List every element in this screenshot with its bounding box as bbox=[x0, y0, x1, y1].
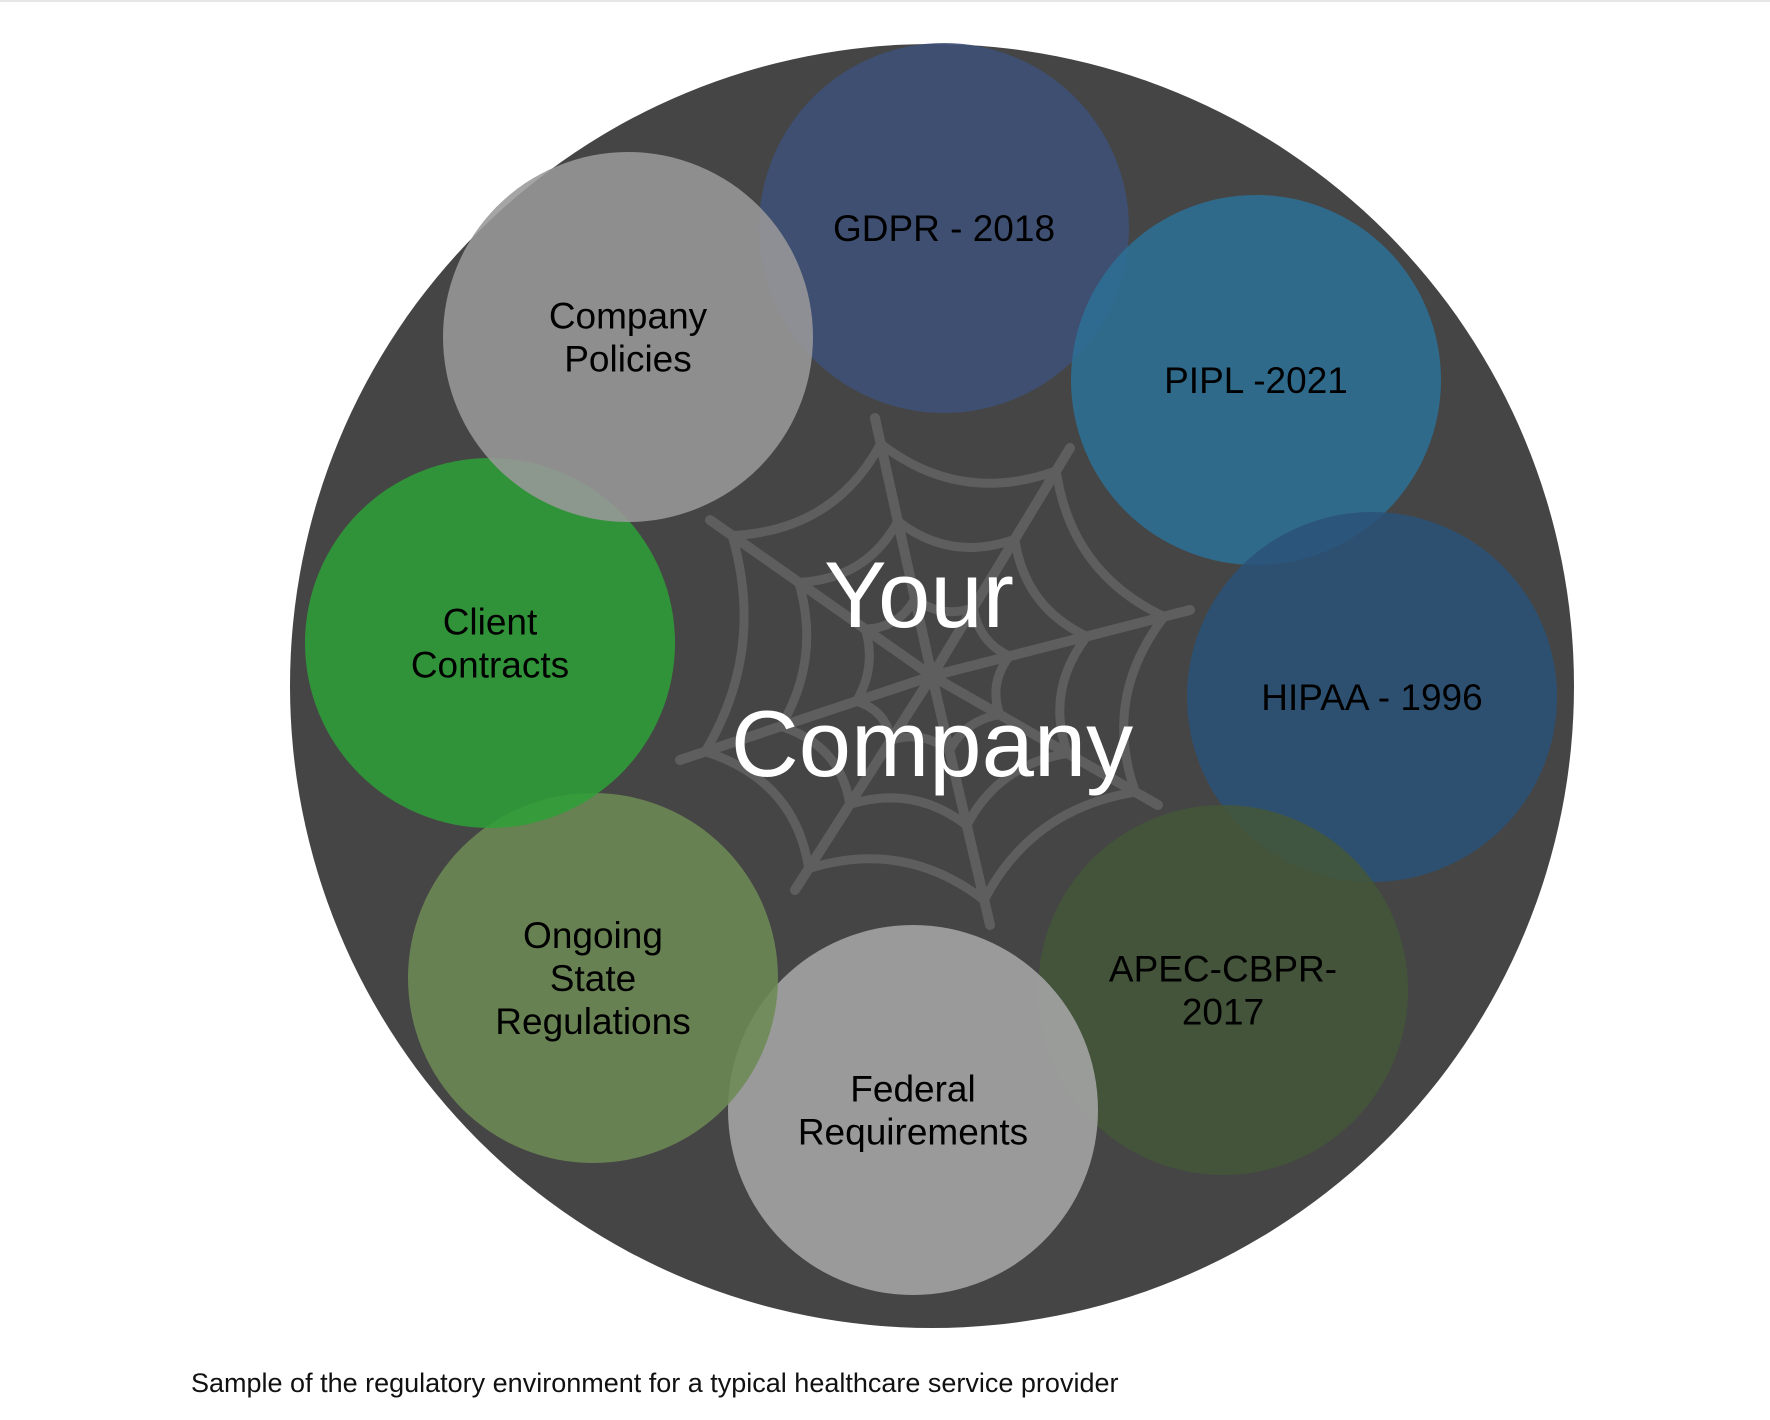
regulation-circle bbox=[305, 458, 675, 828]
web-spoke bbox=[705, 515, 937, 681]
web-ring bbox=[698, 440, 1172, 907]
regulation-label-line: Ongoing bbox=[523, 915, 663, 956]
center-label-line: Your bbox=[824, 542, 1014, 647]
web-ring bbox=[774, 517, 1094, 833]
regulation-label-line: PIPL -2021 bbox=[1164, 360, 1348, 401]
regulation-circle bbox=[759, 43, 1129, 413]
regulation-bubble-apec: APEC-CBPR-2017 bbox=[1038, 805, 1408, 1175]
regulation-label-line: Company bbox=[549, 295, 708, 336]
regulation-label-line: Federal bbox=[850, 1068, 975, 1109]
regulation-circle bbox=[1038, 805, 1408, 1175]
regulation-label-line: Contracts bbox=[411, 644, 569, 685]
center-label-line: Company bbox=[731, 691, 1133, 796]
regulation-bubble-pipl: PIPL -2021 bbox=[1071, 195, 1441, 565]
regulation-label: HIPAA - 1996 bbox=[1261, 677, 1482, 718]
regulation-label-line: Regulations bbox=[495, 1001, 690, 1042]
web-spoke bbox=[927, 671, 995, 930]
web-spoke bbox=[927, 443, 1075, 681]
regulation-bubble-gdpr: GDPR - 2018 bbox=[759, 43, 1129, 413]
regulation-circle bbox=[1187, 512, 1557, 882]
regulation-label: APEC-CBPR-2017 bbox=[1109, 948, 1337, 1032]
regulation-label-line: Requirements bbox=[798, 1111, 1028, 1152]
regulation-bubble-hipaa: HIPAA - 1996 bbox=[1187, 512, 1557, 882]
web-spoke bbox=[870, 413, 937, 681]
web-spoke bbox=[790, 671, 937, 895]
figure-caption: Sample of the regulatory environment for… bbox=[191, 1368, 1119, 1398]
web-ring bbox=[849, 594, 1017, 758]
web-spoke bbox=[927, 605, 1195, 681]
regulation-label-line: State bbox=[550, 958, 636, 999]
regulation-circle bbox=[443, 152, 813, 522]
regulation-label-line: Client bbox=[443, 601, 538, 642]
regulation-label: PIPL -2021 bbox=[1164, 360, 1348, 401]
top-divider bbox=[0, 0, 1770, 2]
regulation-circle bbox=[408, 793, 778, 1163]
regulation-label-line: 2017 bbox=[1182, 991, 1264, 1032]
regulation-label-line: HIPAA - 1996 bbox=[1261, 677, 1482, 718]
center-label: Your Company bbox=[731, 542, 1133, 796]
regulation-circle bbox=[1071, 195, 1441, 565]
regulation-label: GDPR - 2018 bbox=[833, 208, 1055, 249]
regulation-circle bbox=[728, 925, 1098, 1295]
spider-web-icon bbox=[675, 413, 1195, 930]
web-spoke bbox=[675, 671, 937, 765]
regulation-label-line: Policies bbox=[564, 338, 692, 379]
regulation-label-line: APEC-CBPR- bbox=[1109, 948, 1337, 989]
regulation-label-line: GDPR - 2018 bbox=[833, 208, 1055, 249]
web-spoke bbox=[927, 671, 1163, 810]
